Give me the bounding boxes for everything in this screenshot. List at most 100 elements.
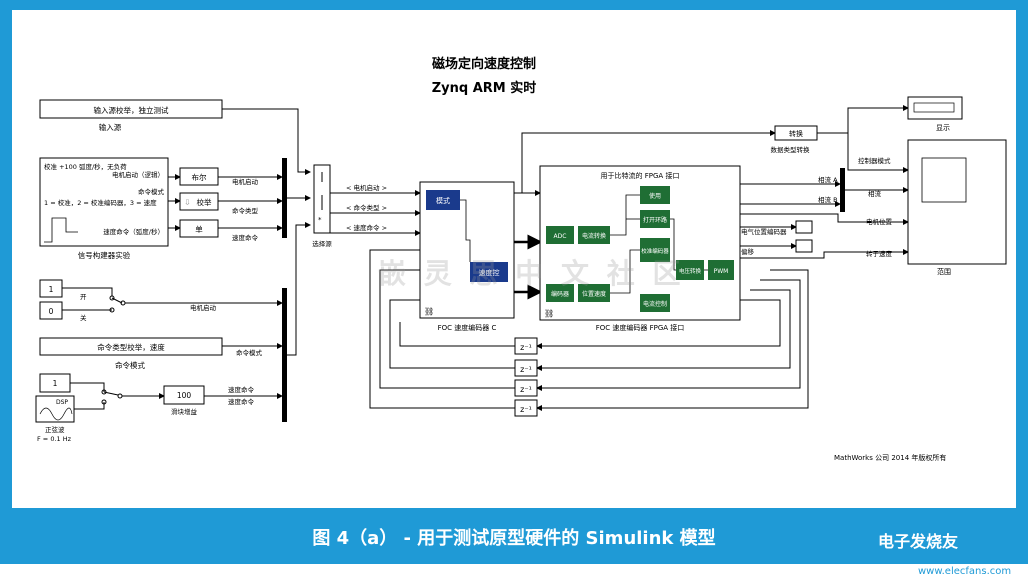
- mode-block[interactable]: [426, 190, 460, 210]
- figure-caption: 图 4（a） - 用于测试原型硬件的 Simulink 模型: [312, 528, 716, 549]
- manual-switch-1[interactable]: [109, 295, 126, 313]
- bus-label-motor-start: < 电机启动 >: [346, 183, 387, 192]
- down-arrow-icon: ⇩: [184, 198, 191, 207]
- diagram-title: 磁场定向速度控制: [432, 56, 536, 72]
- unit-delay-2[interactable]: z⁻¹: [514, 359, 538, 377]
- controller-mode-label: 控制器模式: [858, 156, 891, 165]
- label-elec-pos-enc: 电气位置编码器: [741, 227, 787, 236]
- label-rotor-speed: 转子速度: [866, 249, 893, 258]
- unit-delay-1[interactable]: z⁻¹: [514, 337, 538, 355]
- signal-builder-line1: 校准 +100 弧度/秒，无负荷: [44, 162, 127, 171]
- unit-delay-4[interactable]: z⁻¹: [514, 399, 538, 417]
- sine-label: 正弦波: [45, 425, 65, 434]
- input-source-text: 输入源校举，独立测试: [94, 105, 169, 115]
- delay-text-2: z⁻¹: [520, 365, 532, 374]
- encoder-text: 编码器: [551, 290, 569, 298]
- label-speed-cmd-3: 速度命令: [228, 397, 255, 406]
- foc-c-subsystem[interactable]: 模式 速度控 ⛓: [419, 181, 515, 319]
- label-speed-cmd: 速度命令: [232, 233, 259, 242]
- pwm-block[interactable]: [708, 260, 734, 280]
- label-motor-start-2: 电机启动: [190, 303, 217, 312]
- signal-builder-block[interactable]: 校准 +100 弧度/秒，无负荷 电机启动（逻辑） 命令模式 1 = 校准，2 …: [39, 157, 169, 247]
- signal-builder-line5: 速度命令（弧度/秒）: [103, 227, 164, 236]
- delay-text-4: z⁻¹: [520, 405, 532, 414]
- label-offset: 偏移: [741, 247, 755, 256]
- diagram-subtitle: Zynq ARM 实时: [432, 80, 537, 96]
- speed-ctrl-block[interactable]: [470, 262, 508, 282]
- fpga-subsystem[interactable]: 用于比特流的 FPGA 接口 ADC 电流转换 使用 打开环路 校准编码器 编码…: [539, 165, 741, 321]
- link-icon-2: ⛓: [544, 309, 554, 318]
- cmd-type-label: 命令模式: [115, 360, 145, 370]
- dsp-text: DSP: [56, 399, 68, 406]
- terminator-2[interactable]: [795, 239, 813, 253]
- encoder-block[interactable]: [546, 284, 574, 302]
- label-cmd-mode: 命令模式: [236, 348, 263, 357]
- slider-gain-block[interactable]: 100: [163, 385, 205, 405]
- current-ctrl-text: 电流控制: [643, 300, 667, 308]
- pos-speed-text: 位置速度: [582, 290, 606, 298]
- enable-text: 使用: [649, 192, 661, 200]
- calib-text: 校举: [197, 197, 212, 207]
- site-logo-url: www.elecfans.com: [918, 566, 1012, 577]
- label-motor-start: 电机启动: [232, 177, 259, 186]
- sine-wave-block[interactable]: DSP: [35, 395, 75, 423]
- convert-block[interactable]: 转换: [774, 125, 818, 141]
- sine-freq: F = 0.1 Hz: [37, 435, 72, 443]
- calib-enum-block[interactable]: ⇩ 校举: [179, 192, 219, 211]
- watermark: 嵌 灵 思 中 文 社 区: [378, 257, 685, 290]
- bus-creator-2[interactable]: [282, 288, 287, 422]
- bool-convert-block[interactable]: 布尔: [179, 167, 219, 186]
- const-zero-text: 0: [49, 307, 54, 316]
- scope-block[interactable]: [907, 139, 1007, 265]
- open-loop-block[interactable]: [640, 210, 670, 228]
- fpga-title: 用于比特流的 FPGA 接口: [601, 171, 680, 180]
- convert-text: 转换: [789, 129, 803, 138]
- calib-enc-text: 校准编码器: [641, 247, 669, 255]
- single-convert-block[interactable]: 单: [179, 219, 219, 238]
- link-icon: ⛓: [424, 307, 434, 316]
- label-on: 开: [80, 293, 87, 301]
- scope-label: 范围: [937, 267, 951, 276]
- display-label: 显示: [936, 124, 950, 132]
- foc-c-label: FOC 速度编码器 C: [438, 323, 497, 332]
- select-source-block[interactable]: *: [313, 164, 331, 234]
- input-source-block[interactable]: 输入源校举，独立测试: [39, 99, 223, 119]
- site-logo: 电子发烧友: [878, 532, 959, 551]
- adc-text: ADC: [554, 233, 567, 240]
- convert-label: 数据类型转换: [771, 145, 811, 154]
- label-phase-current: 相流: [868, 189, 882, 198]
- single-text: 单: [195, 224, 203, 234]
- caption-bar: [0, 510, 1028, 564]
- mux-block[interactable]: [840, 168, 845, 212]
- pos-speed-block[interactable]: [578, 284, 610, 302]
- delay-text-3: z⁻¹: [520, 385, 532, 394]
- delay-text-1: z⁻¹: [520, 343, 532, 352]
- const-one-block[interactable]: 1: [39, 279, 63, 298]
- bus-label-cmd-type: < 命令类型 >: [346, 203, 387, 212]
- simulink-diagram: 磁场定向速度控制 Zynq ARM 实时 输入源校举，独立测试 输入源 校准 +…: [35, 56, 1007, 462]
- label-phase-b: 相流 B: [818, 195, 838, 204]
- manual-switch-2[interactable]: [101, 389, 123, 405]
- voltage-conv-block[interactable]: [676, 260, 704, 280]
- label-speed-cmd-2: 速度命令: [228, 385, 255, 394]
- pwm-text: PWM: [714, 268, 729, 275]
- voltage-conv-text: 电压转换: [679, 267, 702, 275]
- const-zero-block[interactable]: 0: [39, 301, 63, 320]
- label-phase-a: 相流 A: [818, 175, 838, 184]
- signal-builder-line3: 命令模式: [138, 187, 165, 196]
- bus-label-speed-cmd: < 速度命令 >: [346, 223, 387, 232]
- gain-label: 滑块增益: [171, 407, 198, 416]
- bus-creator-1[interactable]: [282, 158, 287, 238]
- current-ctrl-block[interactable]: [640, 294, 670, 312]
- speed-ctrl-text: 速度控: [479, 268, 500, 277]
- bool-text: 布尔: [192, 172, 207, 182]
- display-block[interactable]: [907, 96, 963, 120]
- adc-block[interactable]: [546, 226, 574, 244]
- unit-delay-3[interactable]: z⁻¹: [514, 379, 538, 397]
- const-one-b-block[interactable]: 1: [39, 373, 71, 393]
- calib-enc-block[interactable]: [640, 238, 670, 262]
- current-conv-block[interactable]: [578, 226, 610, 244]
- enable-block[interactable]: [640, 186, 670, 204]
- cmd-type-enum-block[interactable]: 命令类型校举，速度: [39, 337, 223, 356]
- terminator-1[interactable]: [795, 220, 813, 234]
